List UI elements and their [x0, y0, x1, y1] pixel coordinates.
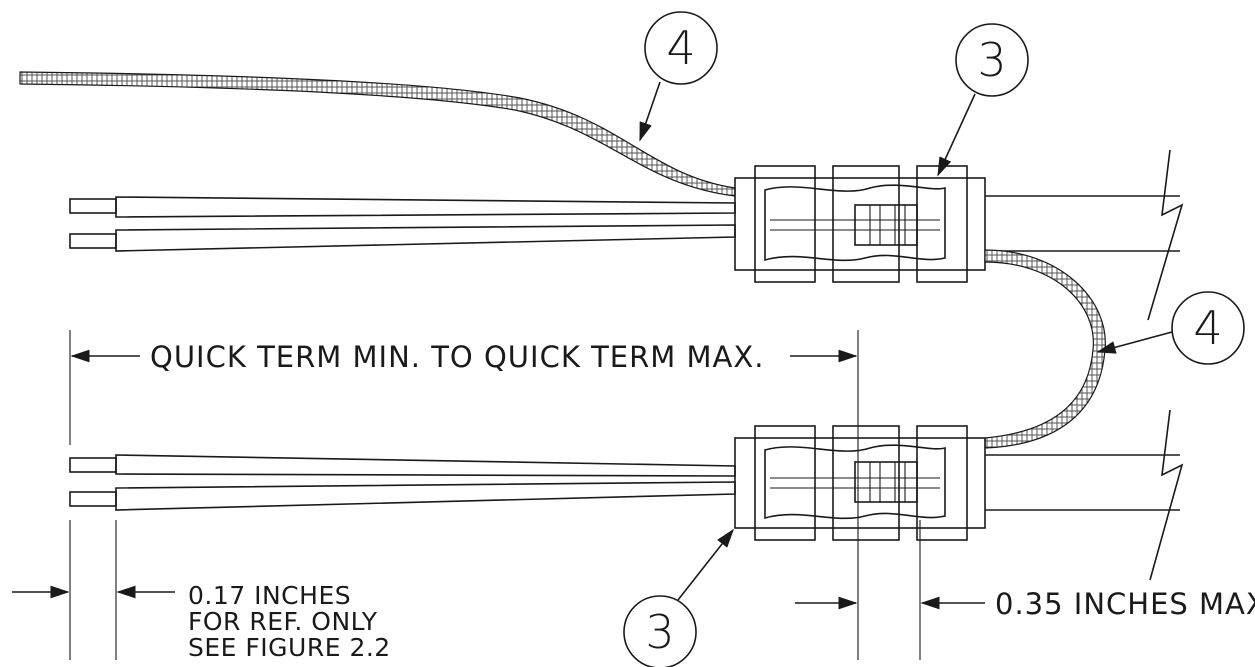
callout-4-loop: 4: [1096, 291, 1245, 365]
top-conductors: [69, 196, 736, 252]
bottom-conductors: [69, 454, 736, 511]
bottom-splice-connector: [734, 425, 986, 541]
top-braid-shield: [19, 71, 736, 197]
callout-3-bottom: 3: [623, 528, 734, 667]
top-splice-connector: [734, 165, 986, 283]
callout-label: 4: [666, 21, 695, 75]
max-gap-label: 0.35 INCHES MAX.: [995, 587, 1255, 621]
top-cable-jacket: [985, 149, 1184, 321]
bottom-cable-jacket: [985, 409, 1184, 581]
top-cable-assembly: [19, 71, 1184, 321]
ref-note-line1: 0.17 INCHES: [188, 581, 351, 610]
callout-3-top: 3: [937, 23, 1029, 177]
ref-dimension: 0.17 INCHES FOR REF. ONLY SEE FIGURE 2.2: [12, 520, 391, 662]
bottom-cable-assembly: [69, 409, 1184, 581]
callout-label: 3: [645, 605, 674, 659]
ref-note-line2: FOR REF. ONLY: [188, 607, 378, 636]
ref-note-line3: SEE FIGURE 2.2: [188, 633, 391, 662]
quick-term-label: QUICK TERM MIN. TO QUICK TERM MAX.: [150, 340, 764, 374]
callout-label: 3: [977, 33, 1006, 87]
callout-label: 4: [1193, 301, 1222, 355]
max-gap-dimension: 0.35 INCHES MAX.: [795, 520, 1255, 660]
loop-braid-shield: [984, 249, 1106, 449]
quick-term-dimension: QUICK TERM MIN. TO QUICK TERM MAX.: [69, 330, 859, 660]
callout-4-top: 4: [639, 11, 718, 142]
